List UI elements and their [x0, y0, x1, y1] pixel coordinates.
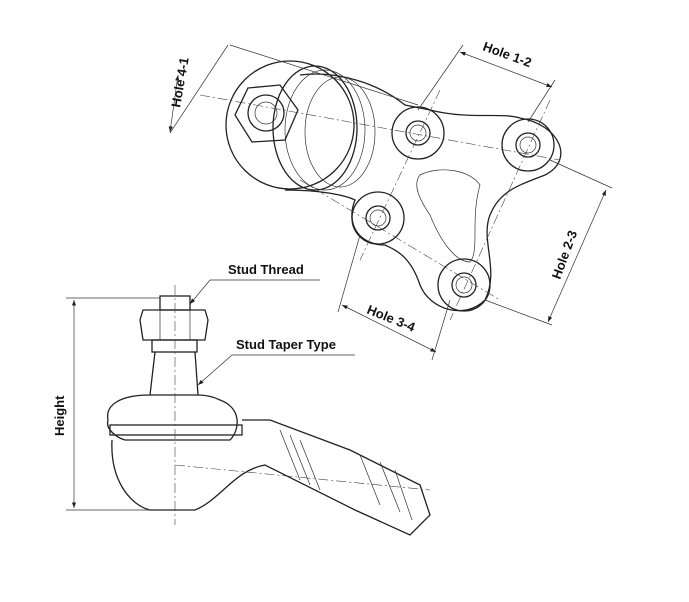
- centerline: [449, 99, 551, 321]
- label-height: Height: [52, 395, 67, 436]
- top-view: Hole 4-1 Hole 1-2 Hole 2-3 Hole 3-4: [168, 39, 613, 361]
- dimension-line: [168, 74, 180, 133]
- washer: [151, 339, 198, 353]
- side-view: Height Stud Thread Stud Taper Type: [52, 262, 431, 536]
- dimension-line: [459, 51, 553, 88]
- label-stud-thread: Stud Thread: [228, 262, 304, 277]
- stud-inner: [254, 101, 278, 125]
- leader-stud-taper: [197, 354, 355, 386]
- label-hole-4-1: Hole 4-1: [168, 56, 192, 108]
- extension-line: [549, 159, 613, 189]
- centerline: [174, 464, 431, 491]
- boot-ellipse-2: [284, 69, 366, 191]
- extension-line: [337, 234, 361, 313]
- boot-ellipse: [272, 65, 358, 191]
- stud-circle: [247, 94, 285, 132]
- centerline: [359, 89, 441, 261]
- hole-3: [437, 258, 491, 312]
- dimension-line: [169, 44, 229, 134]
- body-circle: [225, 60, 355, 190]
- side-nut: [139, 309, 209, 341]
- stud-taper: [149, 351, 199, 396]
- flange-outline: [284, 73, 562, 312]
- label-hole-2-3: Hole 2-3: [549, 228, 580, 281]
- centerline: [299, 179, 501, 301]
- centerline: [199, 94, 561, 161]
- dimension-line: [547, 189, 607, 323]
- extension-line: [417, 44, 464, 111]
- flange-inner-cutout: [416, 169, 481, 263]
- extension-line: [484, 299, 553, 326]
- extension-line: [229, 44, 419, 106]
- boot-ellipse-3: [304, 76, 376, 188]
- leader-stud-thread: [189, 279, 320, 305]
- hex-nut: [234, 84, 299, 143]
- boot: [106, 394, 238, 441]
- hole-4: [351, 191, 405, 245]
- dimension-line: [341, 304, 437, 353]
- label-stud-taper-type: Stud Taper Type: [236, 337, 336, 352]
- housing-arm: [111, 419, 431, 536]
- extension-line: [527, 79, 556, 123]
- hole-1: [391, 106, 445, 160]
- label-hole-1-2: Hole 1-2: [481, 39, 534, 70]
- hole-2: [501, 118, 555, 172]
- boot-band: [109, 424, 243, 436]
